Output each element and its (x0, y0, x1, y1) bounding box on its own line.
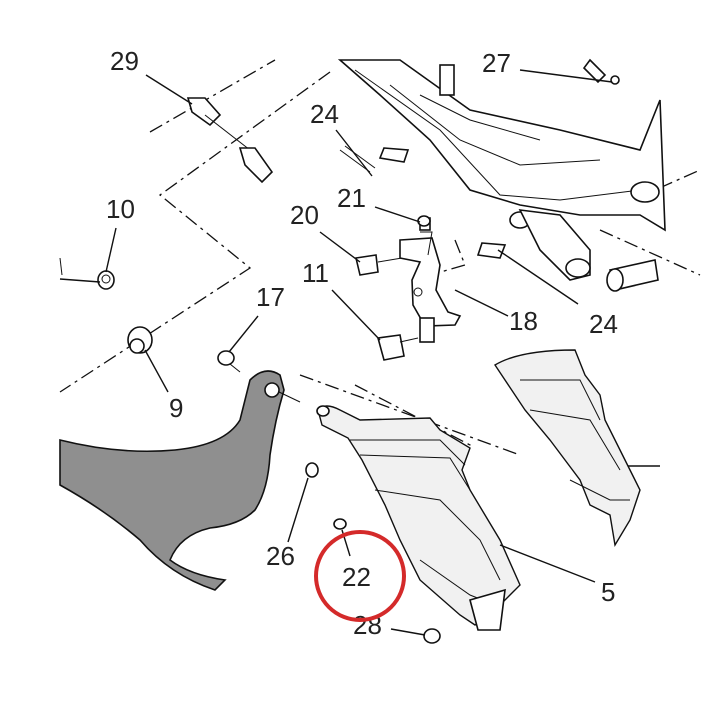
callout-29: 29 (110, 46, 139, 76)
leader-lines (59, 69, 660, 636)
grommet-11 (376, 334, 419, 361)
screw-17 (217, 350, 241, 373)
bracket-29 (186, 97, 274, 184)
clip-24-top (339, 145, 410, 173)
callout-21: 21 (337, 183, 366, 213)
right-panel (494, 349, 641, 547)
callout-9: 9 (169, 393, 183, 423)
side-fairing-shaded (59, 370, 301, 591)
callout-labels: 29 27 24 10 21 20 17 11 18 24 9 26 22 5 … (106, 46, 618, 640)
callout-24-top: 24 (310, 99, 339, 129)
callout-27: 27 (482, 48, 511, 78)
highlight-circle (314, 530, 406, 622)
grommet-26 (305, 462, 319, 478)
callout-26: 26 (266, 541, 295, 571)
screw-21 (417, 215, 431, 227)
bracket-18 (399, 217, 462, 343)
grommet-9 (127, 326, 153, 354)
callout-5: 5 (601, 577, 615, 607)
inner-panel-5 (316, 405, 521, 631)
callout-17: 17 (256, 282, 285, 312)
callout-24-right: 24 (589, 309, 618, 339)
screw-28 (423, 628, 441, 644)
grommet-20 (355, 254, 403, 276)
callout-20: 20 (290, 200, 319, 230)
callout-11: 11 (302, 258, 329, 288)
clip-24-right (476, 242, 507, 259)
nut-10 (59, 257, 115, 290)
callout-18: 18 (509, 306, 538, 336)
callout-10: 10 (106, 194, 135, 224)
callout-22: 22 (342, 562, 371, 592)
screw-22 (333, 518, 347, 530)
frame-assembly (337, 58, 666, 292)
